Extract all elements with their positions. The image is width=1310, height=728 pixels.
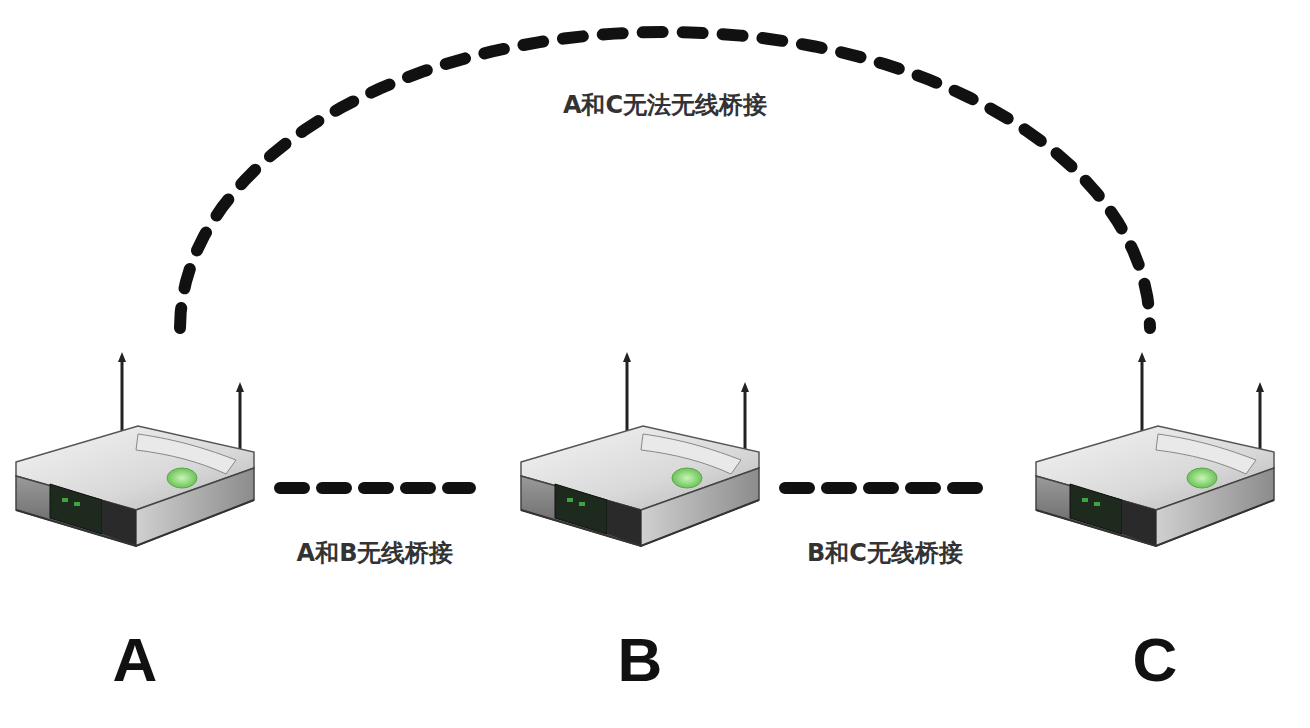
router-icon [1030, 350, 1280, 550]
router-icon [515, 350, 765, 550]
router-shape [521, 352, 759, 546]
wireless-bridge-link [280, 482, 470, 494]
router-node: A [10, 350, 260, 550]
link-label: A和C无法无线桥接 [560, 91, 770, 120]
wireless-bridge-link [785, 482, 985, 494]
router-shape [1036, 352, 1274, 546]
link-label: A和B无线桥接 [294, 539, 457, 568]
router-node: C [1030, 350, 1280, 550]
wireless-bridge-link [180, 32, 1150, 328]
link-label: B和C无线桥接 [804, 539, 966, 568]
router-icon [10, 350, 260, 550]
router-node: B [515, 350, 765, 550]
router-letter: B [618, 629, 663, 691]
router-letter: A [113, 629, 158, 691]
router-letter: C [1133, 629, 1178, 691]
router-shape [16, 352, 254, 546]
